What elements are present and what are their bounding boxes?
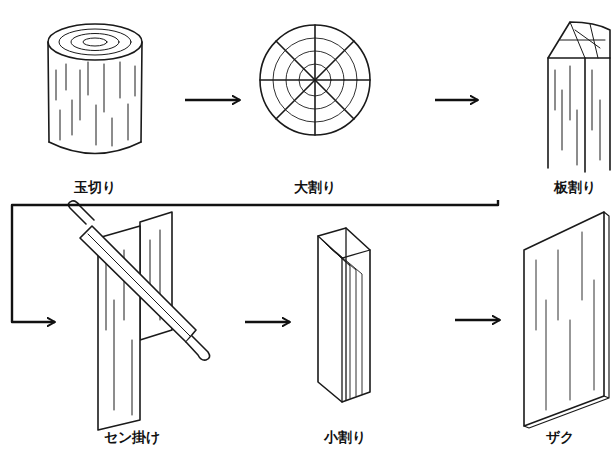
stage-caption: ザク [515, 429, 605, 446]
stage-caption: 板割り [542, 179, 608, 196]
stage-caption: 大割り [260, 179, 370, 196]
process-stage: 大割り [240, 15, 435, 200]
stage-caption: セン掛け [72, 429, 192, 446]
process-stage: ザク [500, 210, 608, 450]
process-stage: 玉切り [40, 15, 185, 200]
shingle-illustration [524, 212, 609, 428]
flow-arrow [245, 321, 290, 323]
stage-caption: 小割り [295, 429, 395, 446]
flow-arrow [455, 319, 500, 321]
process-stage: セン掛け [55, 210, 245, 450]
log-illustration [48, 24, 142, 154]
split-log-illustration [260, 25, 370, 135]
board-split-illustration [548, 22, 610, 172]
flow-arrow [435, 99, 478, 101]
drawknife-illustration [68, 201, 209, 430]
stage-caption: 玉切り [40, 179, 150, 196]
split-pieces-illustration [318, 228, 370, 402]
process-stage: 小割り [290, 210, 455, 450]
process-stage: 板割り [478, 15, 613, 200]
flow-arrow [185, 99, 240, 101]
flow-arrow [12, 200, 498, 322]
